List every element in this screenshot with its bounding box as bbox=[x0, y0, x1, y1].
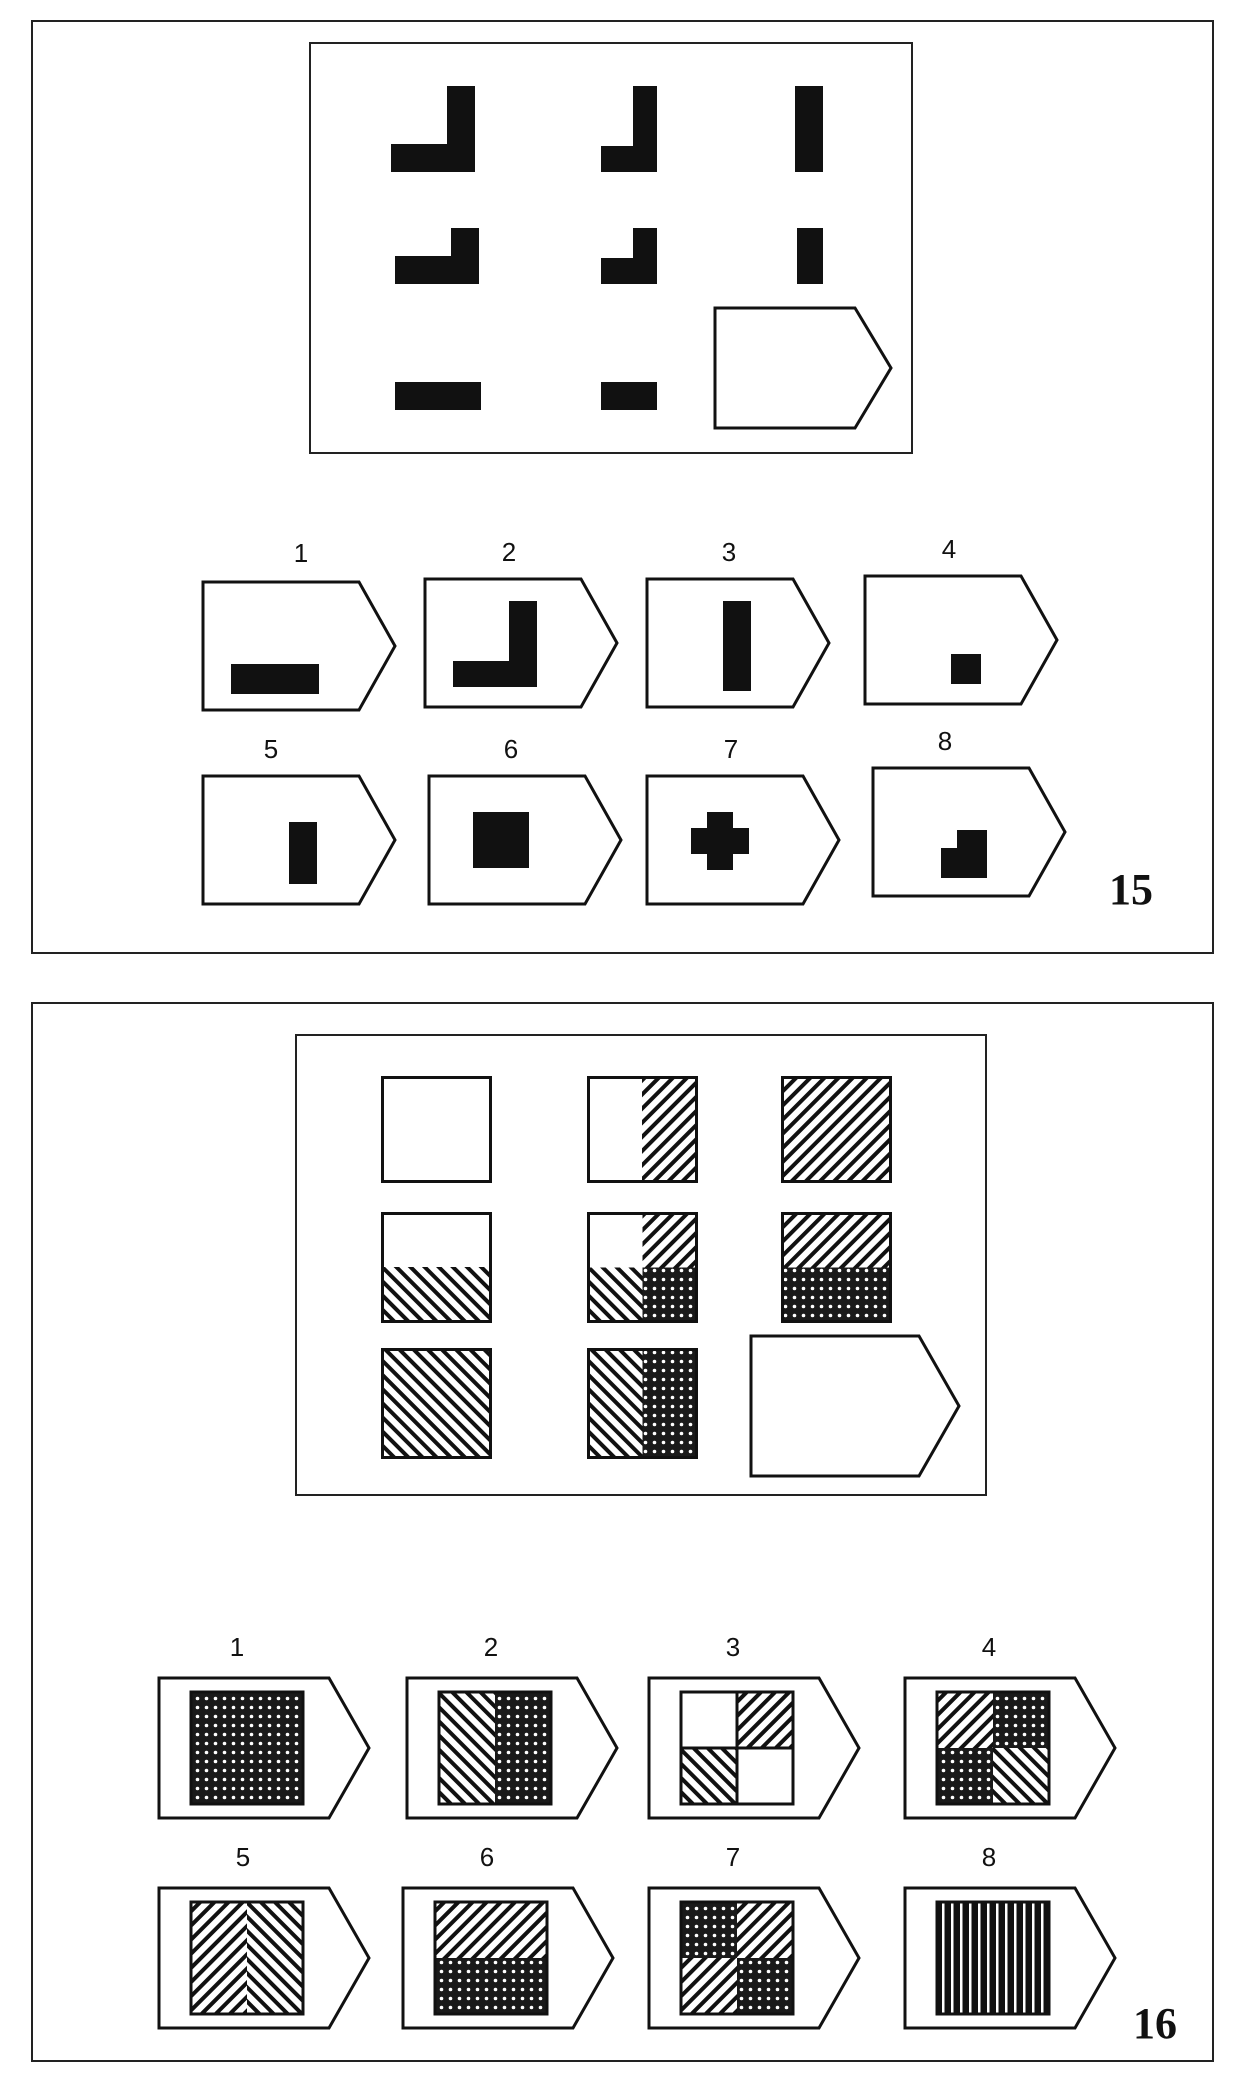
option-label: 3 bbox=[725, 1632, 741, 1662]
matrix-cell-r3c2 bbox=[587, 1348, 699, 1460]
option-15-2[interactable]: 2 bbox=[423, 537, 619, 709]
option-label: 6 bbox=[479, 1842, 495, 1872]
square-icon bbox=[473, 812, 529, 868]
reverse-hatched-square-icon bbox=[381, 1348, 492, 1459]
matrix-cell-r1c3 bbox=[795, 86, 827, 172]
cross-icon bbox=[691, 812, 749, 870]
short-vertical-bar-icon bbox=[797, 228, 823, 284]
matrix-cell-r3c1 bbox=[395, 382, 485, 414]
matrix-cell-r1c1 bbox=[391, 86, 483, 172]
small-square-icon bbox=[951, 654, 981, 684]
option-label: 6 bbox=[503, 734, 519, 764]
option-label: 7 bbox=[725, 1842, 741, 1872]
problem-16-matrix bbox=[295, 1034, 987, 1496]
option-label: 5 bbox=[263, 734, 279, 764]
option-16-8[interactable]: 8 bbox=[903, 1842, 1117, 2030]
matrix-cell-r2c3 bbox=[797, 228, 829, 286]
option-label: 2 bbox=[501, 537, 517, 567]
option-16-3[interactable]: 3 bbox=[647, 1632, 861, 1820]
matrix-cell-r1c2 bbox=[587, 1076, 699, 1184]
chevron-hatched-square-icon bbox=[189, 1900, 305, 2016]
half-hatched-bottom-square-icon bbox=[381, 1212, 492, 1323]
horizontal-bar-icon bbox=[231, 664, 319, 694]
l-shape-icon bbox=[395, 228, 479, 284]
vertical-striped-square-icon bbox=[935, 1900, 1051, 2016]
option-16-7[interactable]: 7 bbox=[647, 1842, 861, 2030]
problem-number: 16 bbox=[1133, 1999, 1177, 2048]
problem-15-matrix bbox=[309, 42, 913, 454]
small-l-shape-icon bbox=[941, 830, 987, 878]
l-shape-icon bbox=[601, 228, 657, 284]
option-16-5[interactable]: 5 bbox=[157, 1842, 371, 2030]
horizontal-bar-icon bbox=[395, 382, 481, 410]
quartered-mixed-square-icon bbox=[679, 1900, 795, 2016]
matrix-cell-r2c2 bbox=[587, 1212, 699, 1324]
problem-16-panel: 1 2 3 4 5 6 7 8 16 bbox=[31, 1002, 1214, 2062]
answer-slot bbox=[713, 306, 893, 430]
hatched-dotted-split-square-icon bbox=[587, 1348, 698, 1459]
short-vertical-bar-icon bbox=[289, 822, 317, 884]
option-15-4[interactable]: 4 bbox=[863, 534, 1059, 706]
option-16-1[interactable]: 1 bbox=[157, 1632, 371, 1820]
option-15-7[interactable]: 7 bbox=[645, 734, 841, 906]
option-label: 5 bbox=[235, 1842, 251, 1872]
blank-square-icon bbox=[381, 1076, 492, 1183]
matrix-cell-r3c2 bbox=[601, 382, 661, 414]
hatched-top-dotted-bottom-square-icon bbox=[433, 1900, 549, 2016]
option-16-2[interactable]: 2 bbox=[405, 1632, 619, 1820]
hatched-dotted-split-square-icon bbox=[437, 1690, 553, 1806]
option-15-5[interactable]: 5 bbox=[201, 734, 397, 906]
l-shape-icon bbox=[391, 86, 475, 172]
mixed-pattern-square-icon bbox=[935, 1690, 1051, 1806]
matrix-cell-r3c1 bbox=[381, 1348, 493, 1460]
hatched-square-icon bbox=[781, 1076, 892, 1183]
option-16-6[interactable]: 6 bbox=[401, 1842, 615, 2030]
quartered-square-icon bbox=[587, 1212, 698, 1323]
option-label: 8 bbox=[981, 1842, 997, 1872]
vertical-bar-icon bbox=[795, 86, 823, 172]
option-16-4[interactable]: 4 bbox=[903, 1632, 1117, 1820]
problem-number: 15 bbox=[1109, 865, 1153, 914]
vertical-bar-icon bbox=[723, 601, 751, 691]
option-label: 4 bbox=[941, 534, 957, 564]
option-label: 1 bbox=[229, 1632, 245, 1662]
option-label: 7 bbox=[723, 734, 739, 764]
hatched-top-dotted-bottom-square-icon bbox=[781, 1212, 892, 1323]
matrix-cell-r1c1 bbox=[381, 1076, 493, 1184]
l-shape-icon bbox=[601, 86, 657, 172]
option-15-3[interactable]: 3 bbox=[645, 537, 831, 709]
option-label: 8 bbox=[937, 726, 953, 756]
option-15-8[interactable]: 8 bbox=[871, 726, 1067, 898]
option-15-6[interactable]: 6 bbox=[427, 734, 623, 906]
matrix-cell-r2c1 bbox=[395, 228, 485, 286]
problem-15-panel: 1 2 3 4 5 6 7 8 15 bbox=[31, 20, 1214, 954]
small-horizontal-bar-icon bbox=[601, 382, 657, 410]
matrix-cell-r1c2 bbox=[601, 86, 661, 172]
dotted-square-icon bbox=[189, 1690, 305, 1806]
blank-answer-tag-icon bbox=[749, 1334, 961, 1478]
matrix-cell-r2c3 bbox=[781, 1212, 893, 1324]
blank-answer-tag-icon bbox=[713, 306, 893, 430]
matrix-cell-r1c3 bbox=[781, 1076, 893, 1184]
checker-hatched-square-icon bbox=[679, 1690, 795, 1806]
option-label: 4 bbox=[981, 1632, 997, 1662]
option-label: 2 bbox=[483, 1632, 499, 1662]
option-label: 1 bbox=[293, 538, 309, 568]
option-label: 3 bbox=[721, 537, 737, 567]
answer-slot bbox=[749, 1334, 961, 1478]
matrix-cell-r2c2 bbox=[601, 228, 661, 286]
matrix-cell-r2c1 bbox=[381, 1212, 493, 1324]
l-shape-icon bbox=[453, 601, 537, 687]
half-hatched-square-icon bbox=[587, 1076, 698, 1183]
option-15-1[interactable]: 1 bbox=[201, 538, 397, 712]
